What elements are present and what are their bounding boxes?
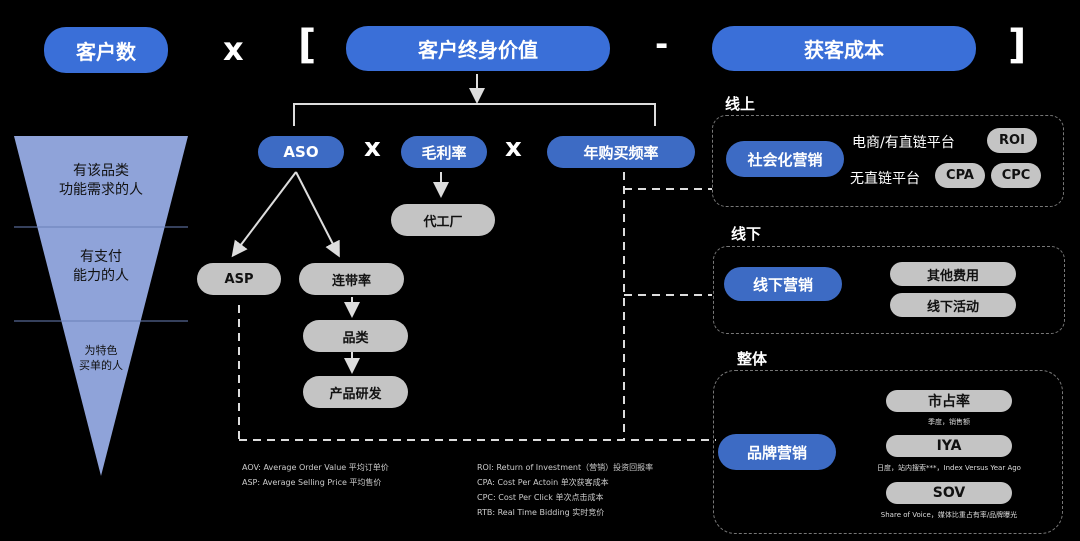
offline-marketing-pill: 线下营销: [724, 267, 842, 301]
clv-pill: 客户终身价值: [346, 26, 610, 71]
other-cost-pill: 其他费用: [890, 262, 1016, 286]
cac-pill: 获客成本: [712, 26, 976, 71]
minus-operator: -: [655, 25, 669, 63]
customers-pill: 客户数: [44, 27, 168, 73]
times-operator-1: x: [364, 133, 381, 163]
offline-box: [713, 246, 1065, 334]
frequency-pill: 年购买频率: [547, 136, 695, 168]
market-share-sub: 季度，销售额: [928, 418, 970, 426]
times-operator-2: x: [505, 133, 522, 163]
funnel-shape: [14, 136, 188, 476]
note-roi: ROI: Return of Investment（营销）投资回报率: [477, 463, 654, 472]
brand-marketing-pill: 品牌营销: [718, 434, 836, 470]
note-rtb: RTB: Real Time Bidding 实时竞价: [477, 508, 605, 517]
note-cpc: CPC: Cost Per Click 单次点击成本: [477, 493, 604, 502]
bracket-open: [: [298, 22, 317, 68]
offline-activity-pill: 线下活动: [890, 293, 1016, 317]
funnel-level-3: 为特色 买单的人: [79, 344, 123, 372]
sov-pill: SOV: [886, 482, 1012, 504]
attach-rate-pill: 连带率: [299, 263, 404, 295]
iya-pill: IYA: [886, 435, 1012, 457]
note-aov: AOV: Average Order Value 平均订单价: [242, 463, 389, 472]
sov-sub: Share of Voice，媒体比重占有率/品牌曝光: [880, 511, 1018, 519]
rnd-pill: 产品研发: [303, 376, 408, 408]
market-share-pill: 市占率: [886, 390, 1012, 412]
offline-title: 线下: [731, 225, 762, 243]
no-link-label: 无直链平台: [850, 171, 920, 187]
bracket-close: ]: [1008, 22, 1027, 68]
roi-pill: ROI: [987, 128, 1037, 153]
asp-pill: ASP: [197, 263, 281, 295]
note-asp: ASP: Average Selling Price 平均售价: [242, 478, 382, 487]
overall-title: 整体: [737, 350, 768, 368]
cpc-pill: CPC: [991, 163, 1041, 188]
online-box: [712, 115, 1064, 207]
funnel-level-1: 有该品类 功能需求的人: [59, 163, 143, 198]
online-title: 线上: [725, 95, 756, 113]
cpa-pill: CPA: [935, 163, 985, 188]
times-operator: x: [223, 30, 244, 68]
iya-sub: 日度，站内搜索***，Index Versus Year Ago: [877, 464, 1021, 472]
note-cpa: CPA: Cost Per Actoin 单次获客成本: [477, 478, 609, 487]
funnel-level-2: 有支付 能力的人: [73, 249, 129, 284]
aso-pill: ASO: [258, 136, 344, 168]
overall-box: [713, 370, 1063, 534]
social-marketing-pill: 社会化营销: [726, 141, 844, 177]
ecom-label: 电商/有直链平台: [852, 135, 955, 151]
margin-pill: 毛利率: [401, 136, 487, 168]
oem-pill: 代工厂: [391, 204, 495, 236]
category-pill: 品类: [303, 320, 408, 352]
